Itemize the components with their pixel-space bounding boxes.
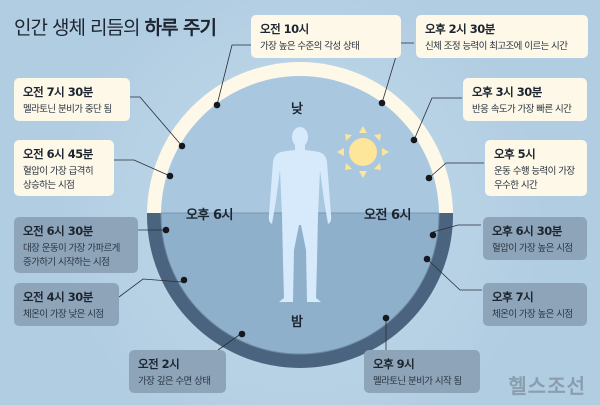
event-time: 오후 9시 xyxy=(373,357,415,371)
leader-lines xyxy=(112,42,484,351)
dot-am10 xyxy=(213,101,221,109)
event-description: 혈압이 가장 높은 시점 xyxy=(492,243,573,254)
event-time: 오전 2시 xyxy=(138,357,180,371)
dot-am2 xyxy=(238,330,246,338)
page-title: 인간 생체 리듬의 하루 주기 xyxy=(14,13,217,40)
dot-am630 xyxy=(162,226,170,234)
event-description: 멜라토닌 분비가 시작 됨 xyxy=(373,376,462,387)
event-description: 멜라토닌 분비가 중단 됨 xyxy=(23,104,112,115)
dot-am430 xyxy=(180,276,188,284)
right-horizon-label: 오전 6시 xyxy=(364,208,411,223)
dot-pm5 xyxy=(425,174,433,182)
event-time: 오전 7시 30분 xyxy=(23,85,93,99)
event-card-pm630: 오후 6시 30분 혈압이 가장 높은 시점 xyxy=(483,217,587,260)
day-label: 낮 xyxy=(291,102,303,117)
event-time: 오전 10시 xyxy=(260,22,309,36)
event-time: 오전 6시 45분 xyxy=(23,147,93,161)
dot-pm630 xyxy=(429,231,437,239)
event-time: 오전 4시 30분 xyxy=(23,290,93,304)
event-description: 체온이 가장 낮은 시점 xyxy=(23,309,104,320)
event-card-am730: 오전 7시 30분 멜라토닌 분비가 중단 됨 xyxy=(14,78,130,121)
event-time: 오후 3시 30분 xyxy=(472,85,542,99)
event-card-pm330: 오후 3시 30분 반응 속도가 가장 빠른 시간 xyxy=(463,78,587,121)
event-description: 가장 깊은 수면 상태 xyxy=(138,376,211,387)
event-card-am10: 오전 10시 가장 높은 수준의 각성 상태 xyxy=(251,15,401,58)
event-time: 오후 2시 30분 xyxy=(425,22,495,36)
event-time: 오후 7시 xyxy=(492,290,534,304)
human-silhouette-icon xyxy=(268,127,332,302)
event-card-pm7: 오후 7시 체온이 가장 높은 시점 xyxy=(483,283,587,326)
event-dots xyxy=(162,99,437,338)
title-bold: 하루 주기 xyxy=(144,17,217,39)
event-card-pm230: 오후 2시 30분 신체 조정 능력이 최고조에 이르는 시간 xyxy=(416,15,588,58)
event-time: 오후 6시 30분 xyxy=(492,224,562,238)
event-time: 오후 5시 xyxy=(494,147,536,161)
night-label: 밤 xyxy=(291,315,303,330)
dot-pm9 xyxy=(382,314,390,322)
dot-pm230 xyxy=(378,99,386,107)
dot-am645 xyxy=(166,172,174,180)
event-description: 반응 속도가 가장 빠른 시간 xyxy=(472,104,572,115)
dot-am730 xyxy=(178,142,186,150)
brand-logo: 헬스조선 xyxy=(508,374,586,398)
dot-pm330 xyxy=(410,136,418,144)
event-card-pm9: 오후 9시 멜라토닌 분비가 시작 됨 xyxy=(364,350,480,393)
event-description: 가장 높은 수준의 각성 상태 xyxy=(260,41,360,52)
sun-icon xyxy=(337,126,389,178)
event-card-am430: 오전 4시 30분 체온이 가장 낮은 시점 xyxy=(14,283,119,326)
event-card-am2: 오전 2시 가장 깊은 수면 상태 xyxy=(129,350,226,393)
event-time: 오전 6시 30분 xyxy=(23,224,93,238)
left-horizon-label: 오후 6시 xyxy=(186,208,233,223)
night-disc xyxy=(161,213,439,354)
title-regular: 인간 생체 리듬의 xyxy=(14,17,145,39)
dot-pm7 xyxy=(423,255,431,263)
event-description: 체온이 가장 높은 시점 xyxy=(492,309,573,320)
event-description: 신체 조정 능력이 최고조에 이르는 시간 xyxy=(425,41,568,52)
